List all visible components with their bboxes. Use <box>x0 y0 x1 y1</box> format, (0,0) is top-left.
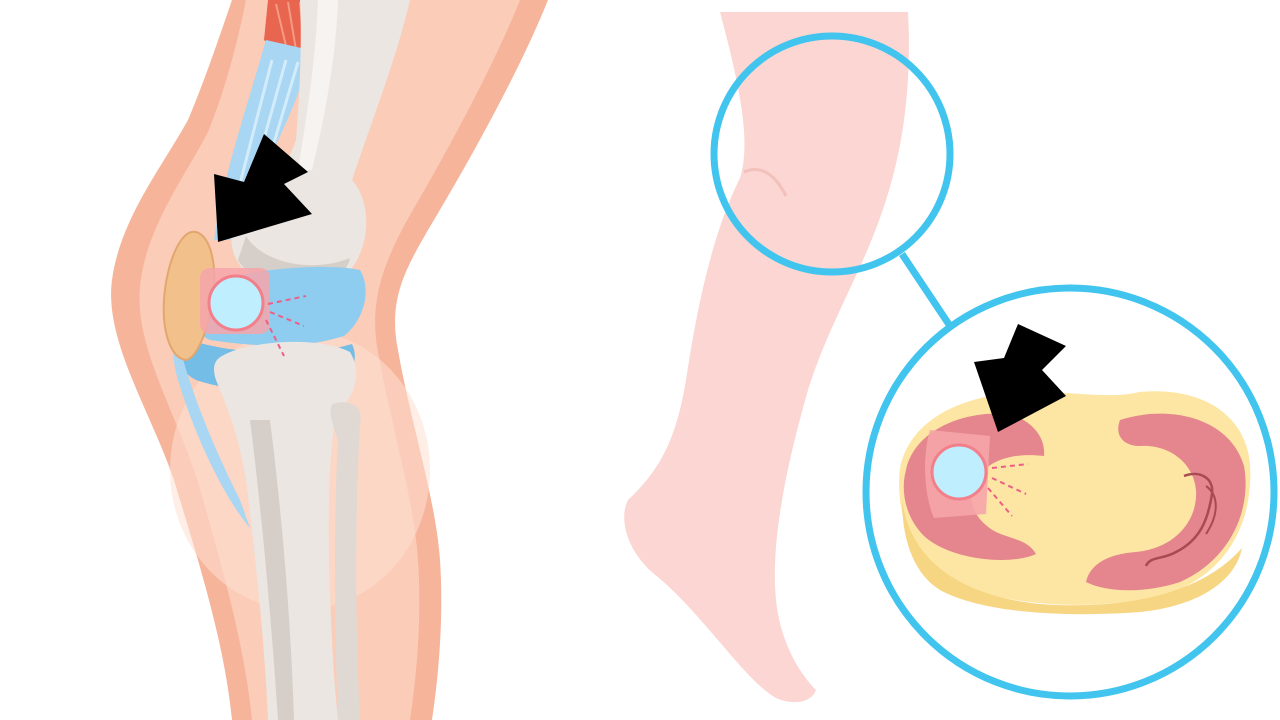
zoom-cyst-rupture-lines <box>987 463 1029 517</box>
fibula <box>330 402 361 720</box>
quadriceps-striations <box>275 1 313 51</box>
meniscus-tear-line <box>1144 472 1214 567</box>
leg-inner-crease <box>743 168 788 197</box>
zoom-connector-line <box>899 252 953 328</box>
zoom-circle-knee <box>710 32 954 276</box>
cyst-rupture-lines <box>265 295 307 357</box>
cyst <box>207 274 265 332</box>
zoom-cyst <box>930 443 988 501</box>
tibia <box>214 341 357 720</box>
zoom-pointer-arrow <box>974 324 1066 432</box>
meniscus-tear-line-inner <box>1205 485 1217 535</box>
femur-shaft-highlight <box>298 0 338 170</box>
knee-side-view <box>111 0 548 720</box>
lateral-meniscus <box>1086 413 1246 591</box>
knee-pointer-arrow <box>214 134 312 242</box>
leg-silhouette <box>624 12 909 703</box>
patellar-ligament <box>173 330 250 528</box>
leg-silhouette-with-callout <box>624 12 954 703</box>
meniscus-top-view-zoom <box>862 284 1278 700</box>
tibia-shadow <box>250 420 294 720</box>
